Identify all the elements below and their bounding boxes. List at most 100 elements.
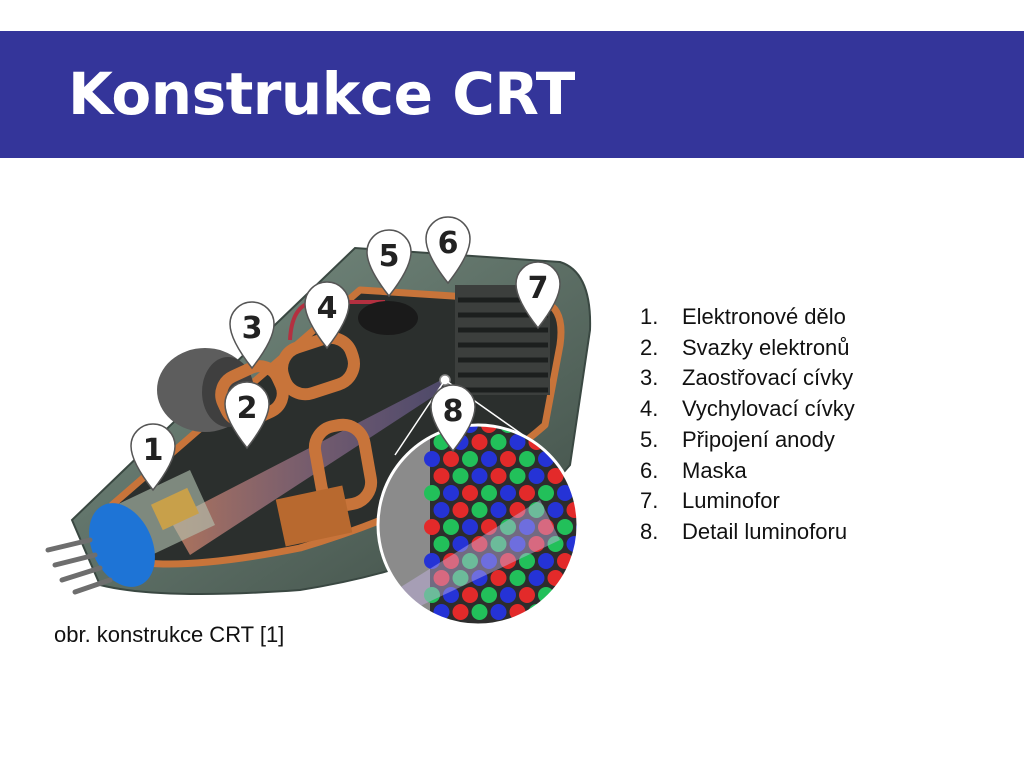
phosphor-dot	[576, 425, 578, 433]
title-bar	[0, 31, 1024, 158]
phosphor-dot	[481, 553, 497, 569]
phosphor-dot	[452, 468, 469, 484]
legend-item-label: Maska	[682, 457, 747, 483]
marker-3-label: 3	[242, 311, 263, 346]
phosphor-dot	[490, 434, 507, 450]
crt-cutaway-figure: 1 2 3 4 5 6 7 8	[45, 216, 601, 627]
phosphor-dot	[557, 519, 573, 535]
marker-5: 5	[366, 229, 412, 298]
legend-item-number: 5.	[640, 426, 659, 452]
phosphor-dot	[424, 451, 440, 467]
phosphor-dot	[481, 587, 497, 603]
phosphor-dot	[452, 604, 469, 620]
phosphor-dot	[566, 570, 578, 586]
legend-item-number: 3.	[640, 365, 659, 391]
marker-3: 3	[229, 301, 275, 370]
phosphor-dot	[471, 434, 488, 450]
phosphor-dot	[443, 451, 459, 467]
phosphor-dot	[528, 502, 545, 518]
phosphor-dot	[490, 604, 507, 620]
phosphor-dot	[443, 485, 459, 501]
phosphor-dot	[519, 553, 535, 569]
phosphor-dot	[462, 553, 478, 569]
phosphor-dot	[500, 553, 516, 569]
phosphor-dot	[557, 587, 573, 603]
component-legend: 1.Elektronové dělo 2.Svazky elektronů 3.…	[640, 302, 855, 548]
phosphor-dot	[509, 570, 526, 586]
legend-item-number: 2.	[640, 334, 659, 360]
legend-item: 7.Luminofor	[640, 486, 855, 517]
detail-circle-border	[376, 423, 580, 627]
phosphor-dot	[547, 468, 564, 484]
legend-item-label: Elektronové dělo	[682, 304, 846, 329]
legend-item: 1. Elektronové dělo	[640, 302, 855, 333]
phosphor-dot	[538, 519, 554, 535]
legend-item-label: Zaostřovací cívky	[682, 365, 854, 391]
phosphor-dot	[500, 485, 516, 501]
marker-8: 8	[430, 384, 476, 453]
anode-cap	[358, 301, 418, 335]
phosphor-dot	[586, 536, 601, 552]
marker-6: 6	[425, 216, 471, 285]
phosphor-dot	[462, 587, 478, 603]
phosphor-dot	[490, 570, 507, 586]
phosphor-dot	[566, 604, 578, 620]
phosphor-dot	[471, 468, 488, 484]
marker-4-label: 4	[317, 291, 338, 326]
phosphor-dot	[452, 502, 469, 518]
legend-item-label: Vychylovací cívky	[682, 396, 855, 422]
legend-item-number: 1.	[640, 304, 659, 329]
socket-pins	[45, 537, 113, 595]
phosphor-dot	[500, 587, 516, 603]
phosphor-dot	[433, 570, 450, 586]
phosphor-dot	[433, 536, 450, 552]
phosphor-dot	[576, 553, 578, 569]
phosphor-dot	[519, 519, 535, 535]
phosphor-dot	[547, 604, 564, 620]
phosphor-dot	[528, 570, 545, 586]
phosphor-dot	[509, 468, 526, 484]
legend-item-label: Luminofor	[682, 488, 780, 514]
phosphor-dot	[566, 502, 578, 518]
legend-item-label: Připojení anody	[682, 426, 835, 452]
phosphor-dot	[519, 485, 535, 501]
phosphor-dot	[509, 536, 526, 552]
phosphor-dot	[509, 434, 526, 450]
slide-title: Konstrukce CRT	[68, 60, 575, 128]
legend-item-number: 8.	[640, 518, 659, 544]
phosphor-dot	[586, 434, 601, 450]
phosphor-dot	[547, 536, 564, 552]
phosphor-dot	[481, 519, 497, 535]
phosphor-dot	[433, 502, 450, 518]
marker-1-label: 1	[143, 433, 164, 468]
phosphor-dot	[547, 502, 564, 518]
beam-in-detail	[380, 500, 560, 625]
marker-8-label: 8	[443, 394, 464, 429]
legend-item: 5. Připojení anody	[640, 425, 855, 456]
legend-item-number: 6.	[640, 457, 659, 483]
phosphor-dot	[424, 519, 440, 535]
phosphor-dot	[538, 553, 554, 569]
phosphor-dot	[424, 485, 440, 501]
phosphor-dot	[471, 570, 488, 586]
marker-4: 4	[304, 281, 350, 350]
marker-1: 1	[130, 423, 176, 492]
phosphor-dot	[519, 587, 535, 603]
phosphor-dot	[424, 587, 440, 603]
legend-item: 8.Detail luminoforu	[640, 517, 855, 548]
phosphor-dot	[462, 519, 478, 535]
phosphor-dot	[500, 451, 516, 467]
phosphor-dot	[490, 468, 507, 484]
phosphor-dot	[481, 425, 497, 433]
phosphor-dot	[452, 570, 469, 586]
phosphor-dot	[586, 502, 601, 518]
phosphor-dot	[586, 468, 601, 484]
phosphor-dot	[576, 451, 578, 467]
phosphor-dot	[557, 485, 573, 501]
phosphor-dot	[500, 519, 516, 535]
phosphor-dot	[528, 468, 545, 484]
phosphor-dot	[528, 536, 545, 552]
phosphor-dot	[471, 536, 488, 552]
phosphor-dot	[443, 553, 459, 569]
phosphor-dot	[443, 519, 459, 535]
